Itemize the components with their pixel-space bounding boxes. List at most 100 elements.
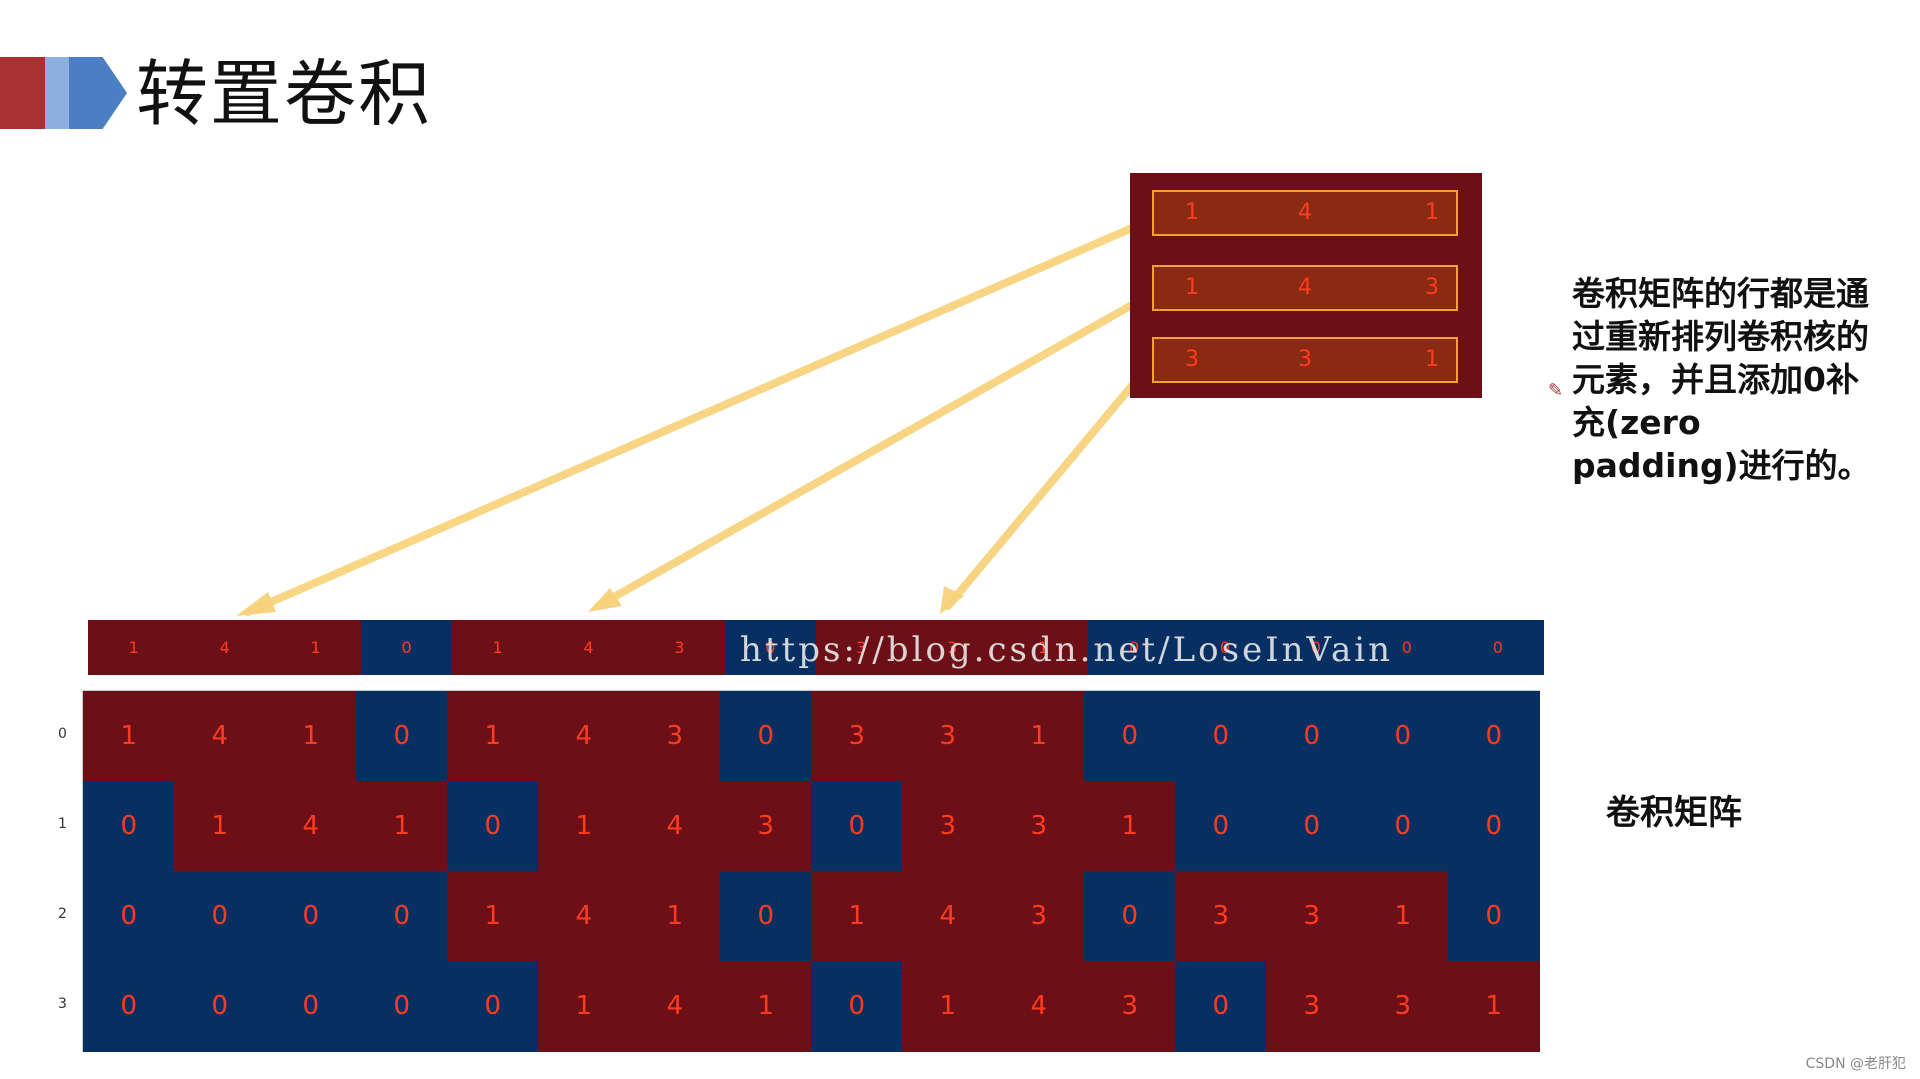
matrix-cell: 1	[1084, 781, 1176, 872]
matrix-cell: 0	[447, 961, 539, 1052]
matrix-cell: 0	[1266, 781, 1358, 872]
matrix-cell: 3	[1266, 871, 1358, 962]
kernel-row: 1 4 3	[1152, 265, 1458, 311]
arrow-row-2	[594, 288, 1159, 610]
flat-row-cell: 1	[997, 620, 1089, 675]
matrix-cell: 0	[265, 871, 357, 962]
matrix-cell: 1	[993, 691, 1085, 782]
matrix-cell: 1	[1357, 871, 1449, 962]
flat-row-cell: 1	[269, 620, 362, 675]
matrix-cell: 3	[1084, 961, 1176, 1052]
flat-row-cell: 3	[815, 620, 907, 675]
matrix-cell: 1	[811, 871, 903, 962]
arrowhead-row-3	[940, 586, 964, 614]
matrix-cell: 4	[902, 871, 994, 962]
matrix-cell: 1	[356, 781, 448, 872]
row-tick-label: 2	[58, 906, 67, 922]
footer-credit: CSDN @老肝犯	[1805, 1056, 1906, 1072]
flat-row-cell: 0	[724, 620, 816, 675]
matrix-cell: 3	[1266, 961, 1358, 1052]
matrix-cell: 4	[265, 781, 357, 872]
row-tick-label: 1	[58, 816, 67, 832]
matrix-cell: 1	[174, 781, 266, 872]
matrix-cell: 1	[1448, 961, 1540, 1052]
matrix-cell: 0	[447, 781, 539, 872]
matrix-cell: 1	[83, 691, 175, 782]
matrix-cell: 0	[811, 781, 903, 872]
matrix-cell: 0	[1448, 691, 1540, 782]
matrix-cell: 1	[265, 691, 357, 782]
flat-row-cell: 3	[633, 620, 726, 675]
matrix-cell: 0	[1175, 781, 1267, 872]
matrix-cell: 0	[356, 961, 448, 1052]
matrix-cell: 3	[902, 781, 994, 872]
flat-row-cell: 1	[451, 620, 544, 675]
kernel-cell: 3	[1185, 347, 1199, 372]
matrix-label: 卷积矩阵	[1606, 793, 1742, 833]
matrix-cell: 0	[1266, 691, 1358, 782]
flat-row-cell: 4	[178, 620, 271, 675]
watermark: https://blog.csdn.net/LoseInVain	[740, 630, 1393, 670]
matrix-cell: 0	[356, 691, 448, 782]
matrix-cell: 1	[902, 961, 994, 1052]
row-tick-label: 0	[58, 726, 67, 742]
flat-row-cell: 3	[906, 620, 998, 675]
matrix-cell: 0	[1448, 781, 1540, 872]
explanation-text: 卷积矩阵的行都是通过重新排列卷积核的元素，并且添加0补充(zero paddin…	[1572, 274, 1871, 485]
row-tick-label: 3	[58, 996, 67, 1012]
matrix-cell: 3	[993, 871, 1085, 962]
flat-row-cell: 0	[1270, 620, 1362, 675]
arrowhead-row-1	[236, 592, 276, 616]
matrix-cell: 3	[902, 691, 994, 782]
matrix-cell: 0	[83, 871, 175, 962]
matrix-cell: 3	[993, 781, 1085, 872]
matrix-cell: 3	[720, 781, 812, 872]
matrix-cell: 1	[720, 961, 812, 1052]
flat-row-cell: 4	[542, 620, 635, 675]
matrix-cell: 4	[993, 961, 1085, 1052]
matrix-cell: 0	[1357, 781, 1449, 872]
matrix-cell: 0	[265, 961, 357, 1052]
arrowhead-row-2	[588, 588, 622, 612]
matrix-cell: 0	[174, 961, 266, 1052]
matrix-cell: 0	[811, 961, 903, 1052]
flat-row-cell: 0	[1179, 620, 1271, 675]
matrix-cell: 0	[1084, 871, 1176, 962]
matrix-cell: 0	[83, 961, 175, 1052]
matrix-cell: 1	[447, 871, 539, 962]
matrix-cell: 0	[1175, 691, 1267, 782]
page-title: 转置卷积	[136, 52, 433, 136]
kernel-cell: 3	[1425, 275, 1439, 300]
flat-row-cell: 1	[88, 620, 180, 675]
matrix-cell: 0	[1357, 691, 1449, 782]
matrix-cell: 0	[1084, 691, 1176, 782]
title-decoration	[0, 57, 130, 129]
arrow-row-3	[944, 360, 1154, 610]
matrix-cell: 1	[629, 871, 721, 962]
matrix-cell: 0	[720, 871, 812, 962]
matrix-cell: 0	[1448, 871, 1540, 962]
matrix-cell: 1	[538, 781, 630, 872]
matrix-cell: 3	[1357, 961, 1449, 1052]
kernel-cell: 4	[1298, 275, 1312, 300]
matrix-cell: 0	[356, 871, 448, 962]
title-red-block	[0, 57, 45, 129]
kernel-cell: 3	[1298, 347, 1312, 372]
matrix-cell: 0	[720, 691, 812, 782]
kernel-cell: 1	[1185, 200, 1199, 225]
matrix-cell: 1	[447, 691, 539, 782]
matrix-cell: 0	[1175, 961, 1267, 1052]
flat-row-cell: 0	[1452, 620, 1544, 675]
kernel-cell: 1	[1185, 275, 1199, 300]
matrix-cell: 0	[174, 871, 266, 962]
title-light-block	[45, 57, 69, 129]
matrix-cell: 4	[629, 961, 721, 1052]
matrix-cell: 4	[538, 871, 630, 962]
kernel-cell: 4	[1298, 200, 1312, 225]
